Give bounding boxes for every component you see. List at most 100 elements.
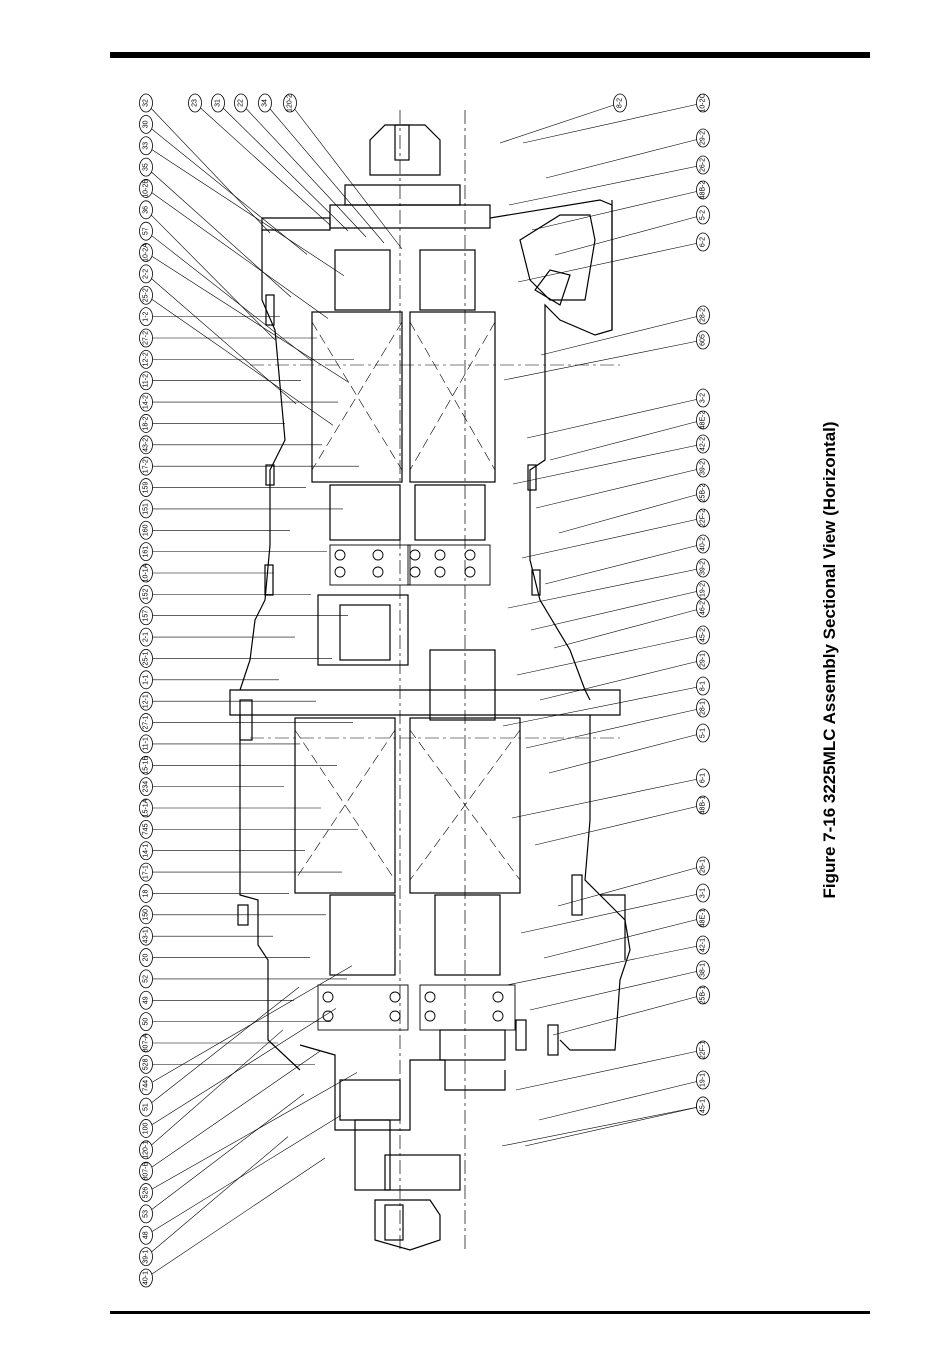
leader-line <box>145 1008 337 1129</box>
svg-text:40-2: 40-2 <box>700 537 707 551</box>
svg-text:159: 159 <box>143 482 150 494</box>
leader-line <box>534 804 704 846</box>
svg-text:43-2: 43-2 <box>143 438 150 452</box>
svg-text:6-2: 6-2 <box>700 237 707 247</box>
svg-text:6-1: 6-1 <box>700 773 707 783</box>
svg-text:2-1: 2-1 <box>143 632 150 642</box>
svg-text:526: 526 <box>143 1187 150 1199</box>
svg-text:48E-2: 48E-2 <box>700 411 707 430</box>
svg-text:22F-2: 22F-2 <box>700 509 707 527</box>
svg-text:605: 605 <box>700 334 707 346</box>
callout-left: 152 <box>139 584 153 604</box>
svg-text:15-1A: 15-1A <box>143 798 150 817</box>
svg-text:12-1: 12-1 <box>143 694 150 708</box>
svg-text:18-2: 18-2 <box>143 416 150 430</box>
figure-caption: Figure 7-16 3225MLC Assembly Sectional V… <box>820 421 839 899</box>
callout-right: 40-2 <box>696 534 710 554</box>
svg-text:40-1: 40-1 <box>143 1271 150 1285</box>
callout-left: 160 <box>139 520 153 540</box>
svg-text:30: 30 <box>143 120 150 128</box>
leader-line <box>145 188 329 319</box>
leader-line <box>499 102 621 144</box>
leader-line <box>503 339 704 381</box>
callout-right: 22F-2 <box>696 508 710 528</box>
leader-line <box>539 659 704 701</box>
svg-text:152: 152 <box>143 588 150 600</box>
callout-right: 3-1 <box>696 883 710 903</box>
leader-line <box>538 1079 704 1121</box>
svg-text:52: 52 <box>143 975 150 983</box>
svg-text:8-1: 8-1 <box>700 681 707 691</box>
leader-line <box>145 1093 305 1215</box>
leader-line <box>145 252 350 383</box>
svg-text:28-2: 28-2 <box>700 308 707 322</box>
callout-right: 39-2 <box>696 458 710 478</box>
callout-left: 25-1 <box>139 649 153 668</box>
leader-line <box>530 589 704 631</box>
leader-line <box>526 397 704 439</box>
svg-text:120-2: 120-2 <box>287 94 294 112</box>
leader-line <box>145 1115 342 1236</box>
svg-text:160: 160 <box>143 524 150 536</box>
callout-top: 120-2 <box>283 93 297 113</box>
svg-text:234: 234 <box>143 781 150 793</box>
leader-line <box>548 732 704 774</box>
svg-text:18: 18 <box>143 889 150 897</box>
gear-housing-mid <box>317 594 409 666</box>
callout-top: 22 <box>234 93 248 113</box>
svg-text:3-1: 3-1 <box>700 888 707 898</box>
callout-right: 42-1 <box>696 935 710 955</box>
leader-line <box>145 209 276 341</box>
callout-right: 10-2C <box>696 93 710 113</box>
callout-right: 42-2 <box>696 434 710 454</box>
svg-text:27-1: 27-1 <box>143 715 150 729</box>
callout-right: 28-1 <box>696 698 710 718</box>
callout-right: 46-2 <box>696 598 710 618</box>
svg-text:51: 51 <box>143 1103 150 1111</box>
callout-top: 31 <box>211 93 225 113</box>
leader-line <box>517 241 704 283</box>
callout-right: 48B-1 <box>696 796 710 815</box>
svg-text:25-1: 25-1 <box>143 651 150 665</box>
svg-text:10-2A: 10-2A <box>143 243 150 262</box>
callout-left: 18 <box>139 884 153 903</box>
svg-text:19-2: 19-2 <box>700 583 707 597</box>
callout-right: 39-2 <box>696 558 710 578</box>
svg-text:25B-2: 25B-2 <box>700 484 707 503</box>
leader-line <box>535 467 704 509</box>
bottom-coupling <box>374 1199 441 1251</box>
callout-left: 30 <box>139 114 153 134</box>
leader-line <box>549 419 704 461</box>
callout-right: 6-1 <box>696 768 710 788</box>
svg-text:50: 50 <box>143 1018 150 1026</box>
callout-left: 27-1 <box>139 713 153 732</box>
callout-left: 807-A <box>139 1033 153 1053</box>
callout-left: 11-2 <box>139 371 153 391</box>
leader-line <box>516 634 704 676</box>
callout-left: 159 <box>139 478 153 497</box>
upper-rotor-female <box>409 311 496 483</box>
callout-left: 52 <box>139 969 153 989</box>
callout-right: 26-1 <box>696 856 710 876</box>
svg-text:45-1: 45-1 <box>700 1099 707 1113</box>
callout-right: 48B-2 <box>696 181 710 200</box>
callout-left: 15-1A <box>139 798 153 818</box>
leader-line <box>145 273 297 405</box>
callout-right: 3-2 <box>696 388 710 408</box>
svg-text:45-2: 45-2 <box>700 628 707 642</box>
callout-left: 40-1 <box>139 1268 153 1288</box>
svg-text:22: 22 <box>238 99 245 107</box>
svg-text:11-2: 11-2 <box>143 374 150 388</box>
callout-left: 807-B <box>139 1162 153 1181</box>
leader-line <box>529 969 704 1011</box>
svg-text:46-2: 46-2 <box>700 601 707 615</box>
svg-text:1-2: 1-2 <box>143 311 150 321</box>
callout-left: 14-2 <box>139 392 153 412</box>
leader-line <box>544 543 704 585</box>
upper-rotor-male <box>311 311 403 483</box>
svg-text:42-2: 42-2 <box>700 437 707 451</box>
leader-line <box>525 707 704 749</box>
leader-line <box>515 1049 704 1091</box>
svg-text:35: 35 <box>143 163 150 171</box>
